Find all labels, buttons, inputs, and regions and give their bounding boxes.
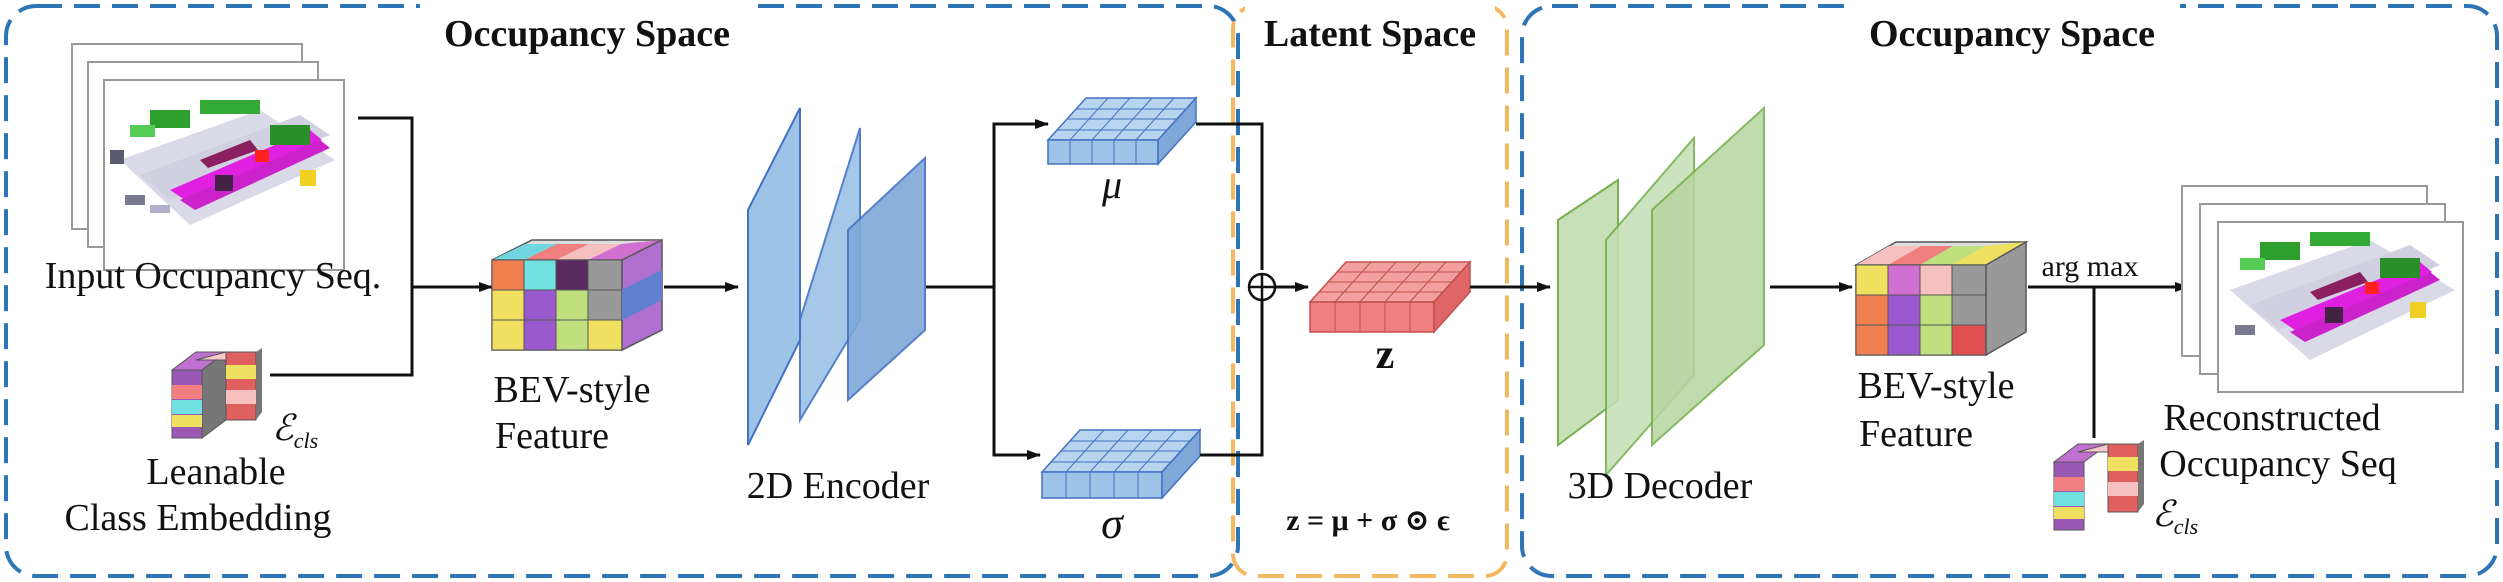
bev-label-right-1: BEV-style xyxy=(1858,365,2015,407)
z-grid xyxy=(1308,260,1472,334)
sigma-grid xyxy=(1040,428,1202,500)
sigma-to-sum xyxy=(1200,300,1264,457)
reconstructed-label-1: Reconstructed xyxy=(2163,397,2380,439)
mu-label: μ xyxy=(1101,162,1122,207)
encoder-label: 2D Encoder xyxy=(747,465,930,507)
class-embedding-icon-left xyxy=(170,348,262,439)
encoder-block xyxy=(747,107,926,446)
reconstructed-scene-image xyxy=(2230,232,2455,360)
left-region-title: Occupancy Space xyxy=(444,13,730,55)
reparam-formula: z = μ + σ ⊙ ϵ xyxy=(1286,504,1450,537)
reconstructed-occupancy-stack xyxy=(2181,185,2464,393)
decoder-block xyxy=(1557,105,1765,478)
class-embedding-label-2: Class Embedding xyxy=(64,497,331,539)
sigma-label: σ xyxy=(1101,499,1125,548)
bev-label-right-2: Feature xyxy=(1859,413,1973,455)
reconstructed-label-2: Occupancy Seq xyxy=(2159,443,2396,485)
right-region-title: Occupancy Space xyxy=(1869,13,2155,55)
decoder-label: 3D Decoder xyxy=(1568,465,1753,507)
input-to-bev-connector xyxy=(270,116,414,377)
z-label: z xyxy=(1376,332,1395,378)
input-occupancy-stack xyxy=(71,43,345,271)
class-embedding-icon-right xyxy=(2052,440,2144,531)
latent-region-title: Latent Space xyxy=(1264,13,1476,55)
split-to-mu xyxy=(992,119,1049,287)
bev-label-left-2: Feature xyxy=(495,415,609,457)
eps-cls-left: ℰcls xyxy=(272,408,318,453)
split-to-sigma xyxy=(992,287,1041,460)
argmax-label: arg max xyxy=(2042,250,2139,283)
input-seq-label: Input Occupancy Seq. xyxy=(45,255,382,297)
mu-to-sum xyxy=(1196,122,1264,270)
bev-feature-cube-right xyxy=(1853,240,2029,357)
bev-feature-cube-left xyxy=(491,238,663,352)
mu-grid xyxy=(1046,96,1198,166)
plus-circle-icon xyxy=(1247,272,1277,302)
bev-label-left-1: BEV-style xyxy=(494,369,651,411)
occupancy-scene-image xyxy=(110,100,335,225)
eps-cls-right: ℰcls xyxy=(2152,494,2198,539)
class-embedding-label-1: Leanable xyxy=(146,451,285,493)
